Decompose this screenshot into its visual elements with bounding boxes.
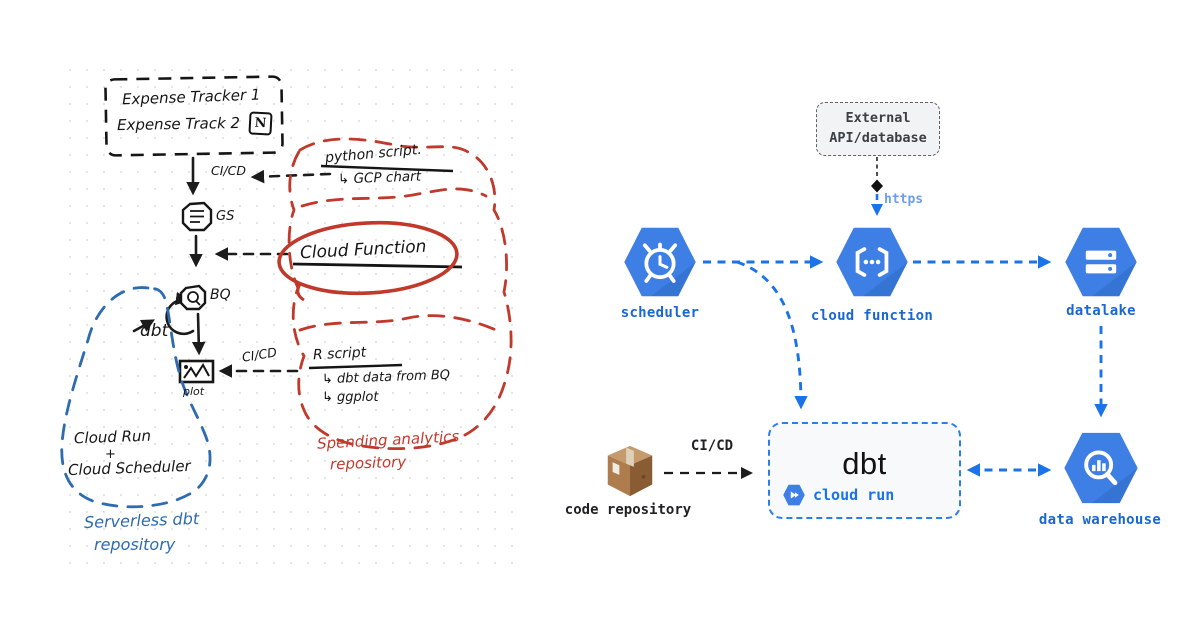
gs-icon xyxy=(181,201,213,232)
external-box-line2: API/database xyxy=(829,130,927,146)
cloud-function-hexagon xyxy=(836,227,908,297)
cloud-function-red-oval xyxy=(277,220,459,302)
magnifier-chart-icon xyxy=(1084,450,1118,486)
serverless-caption-line2: repository xyxy=(94,535,176,554)
plot-label: plot xyxy=(183,385,205,398)
datalake-label: datalake xyxy=(1066,303,1136,319)
cloud-run-label: cloud run xyxy=(813,486,895,504)
cloud-run-plus: + xyxy=(105,447,116,462)
data-warehouse-hexagon xyxy=(1064,432,1138,504)
dbt-sketch-label: dbt xyxy=(140,321,169,341)
dbt-title: dbt xyxy=(842,446,887,481)
expense-tracker-line2: Expense Track 2 xyxy=(116,113,241,135)
spending-caption-line2: repository xyxy=(329,452,407,474)
blue-dashed-connectors xyxy=(703,255,1108,477)
gs-label: GS xyxy=(216,209,235,224)
python-script-sub: ↳ GCP chart xyxy=(337,168,422,188)
sketch-underlines xyxy=(292,164,463,370)
https-label: https xyxy=(884,192,924,207)
serverless-caption-line1: Serverless dbt xyxy=(83,508,200,533)
datalake-hexagon xyxy=(1065,227,1137,297)
sketch-flow-arrows xyxy=(132,156,332,378)
code-repository-label: code repository xyxy=(564,502,692,518)
red-dashed-repository-outline xyxy=(287,137,513,451)
external-box-line1: External xyxy=(845,110,911,127)
external-api-database-box: External API/database xyxy=(816,102,940,156)
scheduler-label: scheduler xyxy=(620,305,700,321)
dbt-loop-arrow xyxy=(165,291,195,336)
diamond-connector-end xyxy=(871,179,883,193)
r-script-sub2: ↳ ggplot xyxy=(322,390,379,405)
scheduler-hexagon xyxy=(624,227,696,297)
curly-brackets-icon xyxy=(855,247,889,277)
data-warehouse-label: data warehouse xyxy=(1038,512,1162,528)
dbt-cloud-run-box: dbt cloud run xyxy=(768,422,961,519)
bq-label: BQ xyxy=(210,287,231,303)
cloud-run-text: Cloud Run xyxy=(73,426,152,448)
cloud-run-badge: cloud run xyxy=(782,484,894,506)
r-script-title: R script xyxy=(312,344,367,364)
blue-dashed-serverless-outline xyxy=(60,286,212,509)
cloud-function-label: cloud function xyxy=(810,308,934,324)
cloud-scheduler-text: Cloud Scheduler xyxy=(67,456,191,480)
alarm-clock-icon xyxy=(642,242,678,283)
server-stack-icon xyxy=(1085,250,1117,274)
cloud-run-icon xyxy=(783,484,805,506)
external-api-connector xyxy=(871,157,883,216)
notion-icon: N xyxy=(248,111,273,136)
bq-icon xyxy=(179,284,207,311)
cicd-top-label: CI/CD xyxy=(211,163,246,178)
scheduler-to-dbt-curve xyxy=(736,260,808,410)
expense-tracker-dashed-box xyxy=(104,75,284,157)
cicd-right-label: CI/CD xyxy=(690,438,734,454)
package-box-icon xyxy=(607,445,653,497)
plot-box-icon xyxy=(178,359,215,384)
